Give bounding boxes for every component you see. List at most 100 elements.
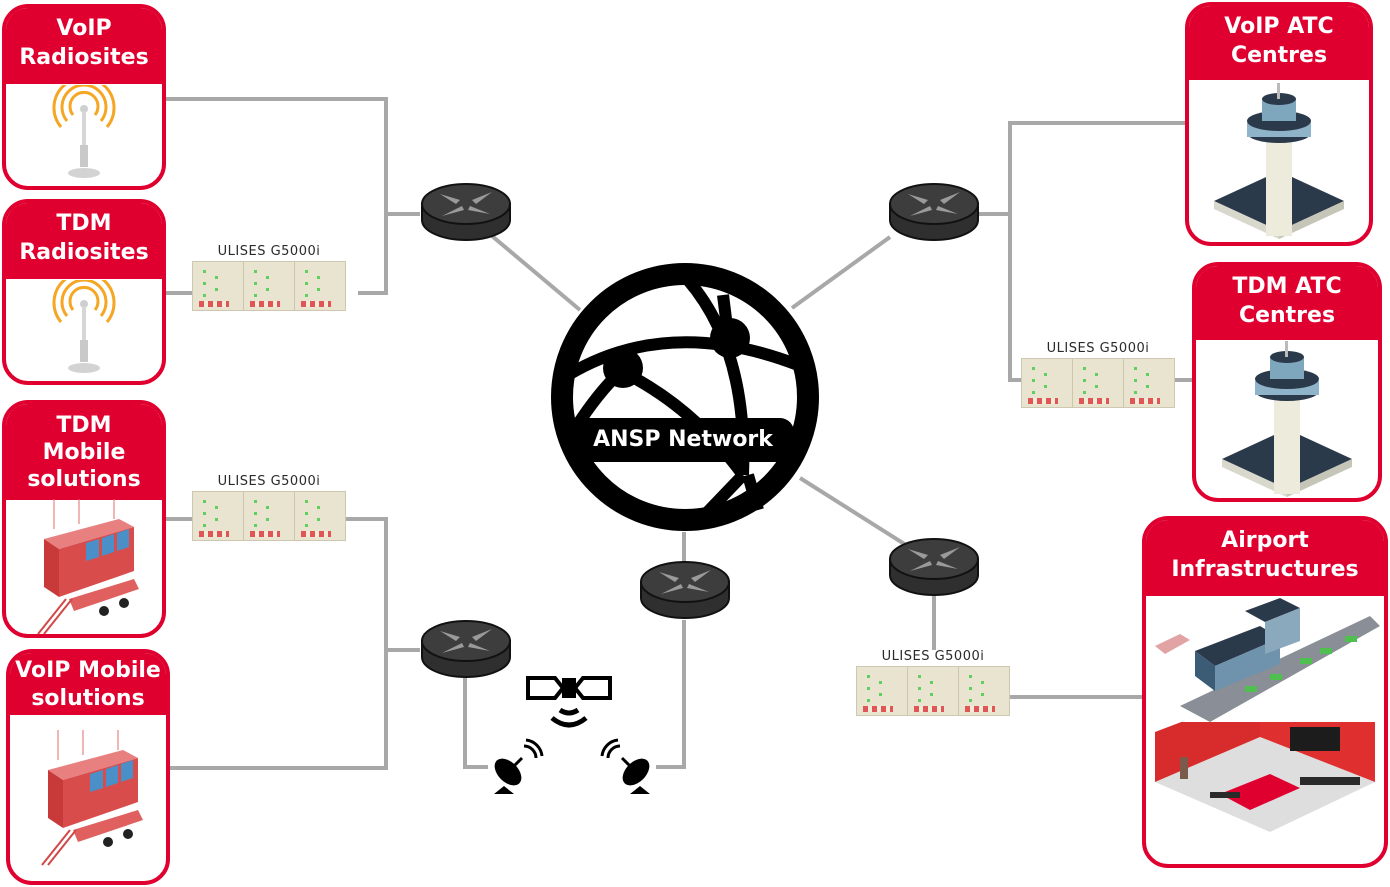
- led-indicator: [215, 506, 218, 509]
- module-badge: [301, 531, 331, 537]
- led-indicator: [215, 276, 218, 279]
- radio-antenna-icon: [52, 85, 116, 178]
- gateway-ulises-airport: ULISES G5000i: [856, 649, 1010, 716]
- link-voip-radiosites: [166, 97, 388, 295]
- led-indicator: [305, 512, 308, 515]
- led-indicator: [1146, 373, 1149, 376]
- router-icon: [889, 538, 979, 596]
- module-badge: [1130, 398, 1160, 404]
- gateway-rack-icon: [192, 261, 346, 311]
- control-tower-icon: [1222, 341, 1352, 497]
- satellite-icon: [526, 676, 612, 728]
- led-indicator: [1032, 379, 1035, 382]
- node-airport-infrastructures: Airport Infrastructures: [1142, 516, 1388, 868]
- gateway-label: ULISES G5000i: [217, 474, 321, 489]
- led-indicator: [981, 681, 984, 684]
- node-title: Centres: [1230, 43, 1328, 68]
- led-indicator: [930, 693, 933, 696]
- led-indicator: [203, 294, 206, 297]
- satellite-dish-icon: [494, 738, 544, 794]
- led-indicator: [1134, 367, 1137, 370]
- module-badge: [250, 531, 280, 537]
- module-badge: [199, 531, 229, 537]
- mobile-tower-icon: [41, 730, 143, 866]
- node-title: solutions: [31, 686, 145, 711]
- led-indicator: [266, 288, 269, 291]
- led-indicator: [254, 282, 257, 285]
- link-router-tl-globe: [490, 234, 582, 312]
- link-voip-atc: [1008, 121, 1187, 382]
- link-router-tr-globe: [790, 235, 892, 310]
- module-badge: [1079, 398, 1109, 404]
- led-indicator: [867, 687, 870, 690]
- led-indicator: [203, 500, 206, 503]
- led-indicator: [254, 500, 257, 503]
- led-indicator: [254, 270, 257, 273]
- led-indicator: [305, 524, 308, 527]
- led-indicator: [305, 500, 308, 503]
- node-voip-mobile-solutions: VoIP Mobile solutions: [6, 649, 170, 885]
- node-title: Infrastructures: [1171, 557, 1359, 582]
- gateway-ulises-mobile: ULISES G5000i: [192, 474, 346, 541]
- led-indicator: [969, 687, 972, 690]
- led-indicator: [1083, 391, 1086, 394]
- led-indicator: [203, 282, 206, 285]
- router-icon: [421, 620, 511, 678]
- node-title: Radiosites: [19, 45, 149, 70]
- radio-antenna-icon: [52, 280, 116, 373]
- led-indicator: [969, 675, 972, 678]
- module-badge: [301, 301, 331, 307]
- link-gateway-bus-bl: [166, 517, 388, 770]
- gateway-rack-icon: [192, 491, 346, 541]
- led-indicator: [1095, 373, 1098, 376]
- operations-room-icon: [1155, 722, 1375, 832]
- module-badge: [914, 706, 944, 712]
- ansp-network-label: ANSP Network: [572, 418, 794, 462]
- module-badge: [965, 706, 995, 712]
- router-icon: [640, 561, 730, 619]
- node-title: Mobile: [42, 440, 126, 465]
- led-indicator: [918, 675, 921, 678]
- led-indicator: [1032, 391, 1035, 394]
- node-title: VoIP Mobile: [15, 658, 161, 683]
- router-icon: [889, 183, 979, 241]
- led-indicator: [1083, 379, 1086, 382]
- led-indicator: [254, 294, 257, 297]
- led-indicator: [215, 518, 218, 521]
- led-indicator: [305, 270, 308, 273]
- led-indicator: [1032, 367, 1035, 370]
- led-indicator: [317, 506, 320, 509]
- module-badge: [250, 301, 280, 307]
- led-indicator: [266, 518, 269, 521]
- gateway-rack-icon: [1021, 358, 1175, 408]
- led-indicator: [1134, 391, 1137, 394]
- node-tdm-atc-centres: TDM ATC Centres: [1192, 262, 1382, 502]
- gateway-ulises-radiosites: ULISES G5000i: [192, 244, 346, 311]
- mobile-tower-icon: [37, 499, 139, 634]
- gateway-label: ULISES G5000i: [217, 244, 321, 259]
- link-router-bl-dish: [463, 678, 488, 769]
- control-tower-icon: [1214, 83, 1344, 239]
- led-indicator: [305, 282, 308, 285]
- led-indicator: [1095, 385, 1098, 388]
- led-indicator: [918, 687, 921, 690]
- node-title: solutions: [27, 467, 141, 492]
- led-indicator: [918, 699, 921, 702]
- node-tdm-mobile-solutions: TDM Mobile solutions: [2, 400, 166, 638]
- led-indicator: [1044, 373, 1047, 376]
- node-tdm-radiosites: TDM Radiosites: [2, 199, 166, 385]
- led-indicator: [969, 699, 972, 702]
- router-icon: [421, 183, 511, 241]
- led-indicator: [203, 270, 206, 273]
- led-indicator: [930, 681, 933, 684]
- node-title: TDM: [56, 413, 112, 438]
- module-badge: [1028, 398, 1058, 404]
- led-indicator: [1146, 385, 1149, 388]
- node-title: VoIP: [56, 16, 112, 41]
- led-indicator: [317, 276, 320, 279]
- node-title: Airport: [1221, 528, 1309, 553]
- led-indicator: [867, 675, 870, 678]
- led-indicator: [266, 506, 269, 509]
- module-badge: [863, 706, 893, 712]
